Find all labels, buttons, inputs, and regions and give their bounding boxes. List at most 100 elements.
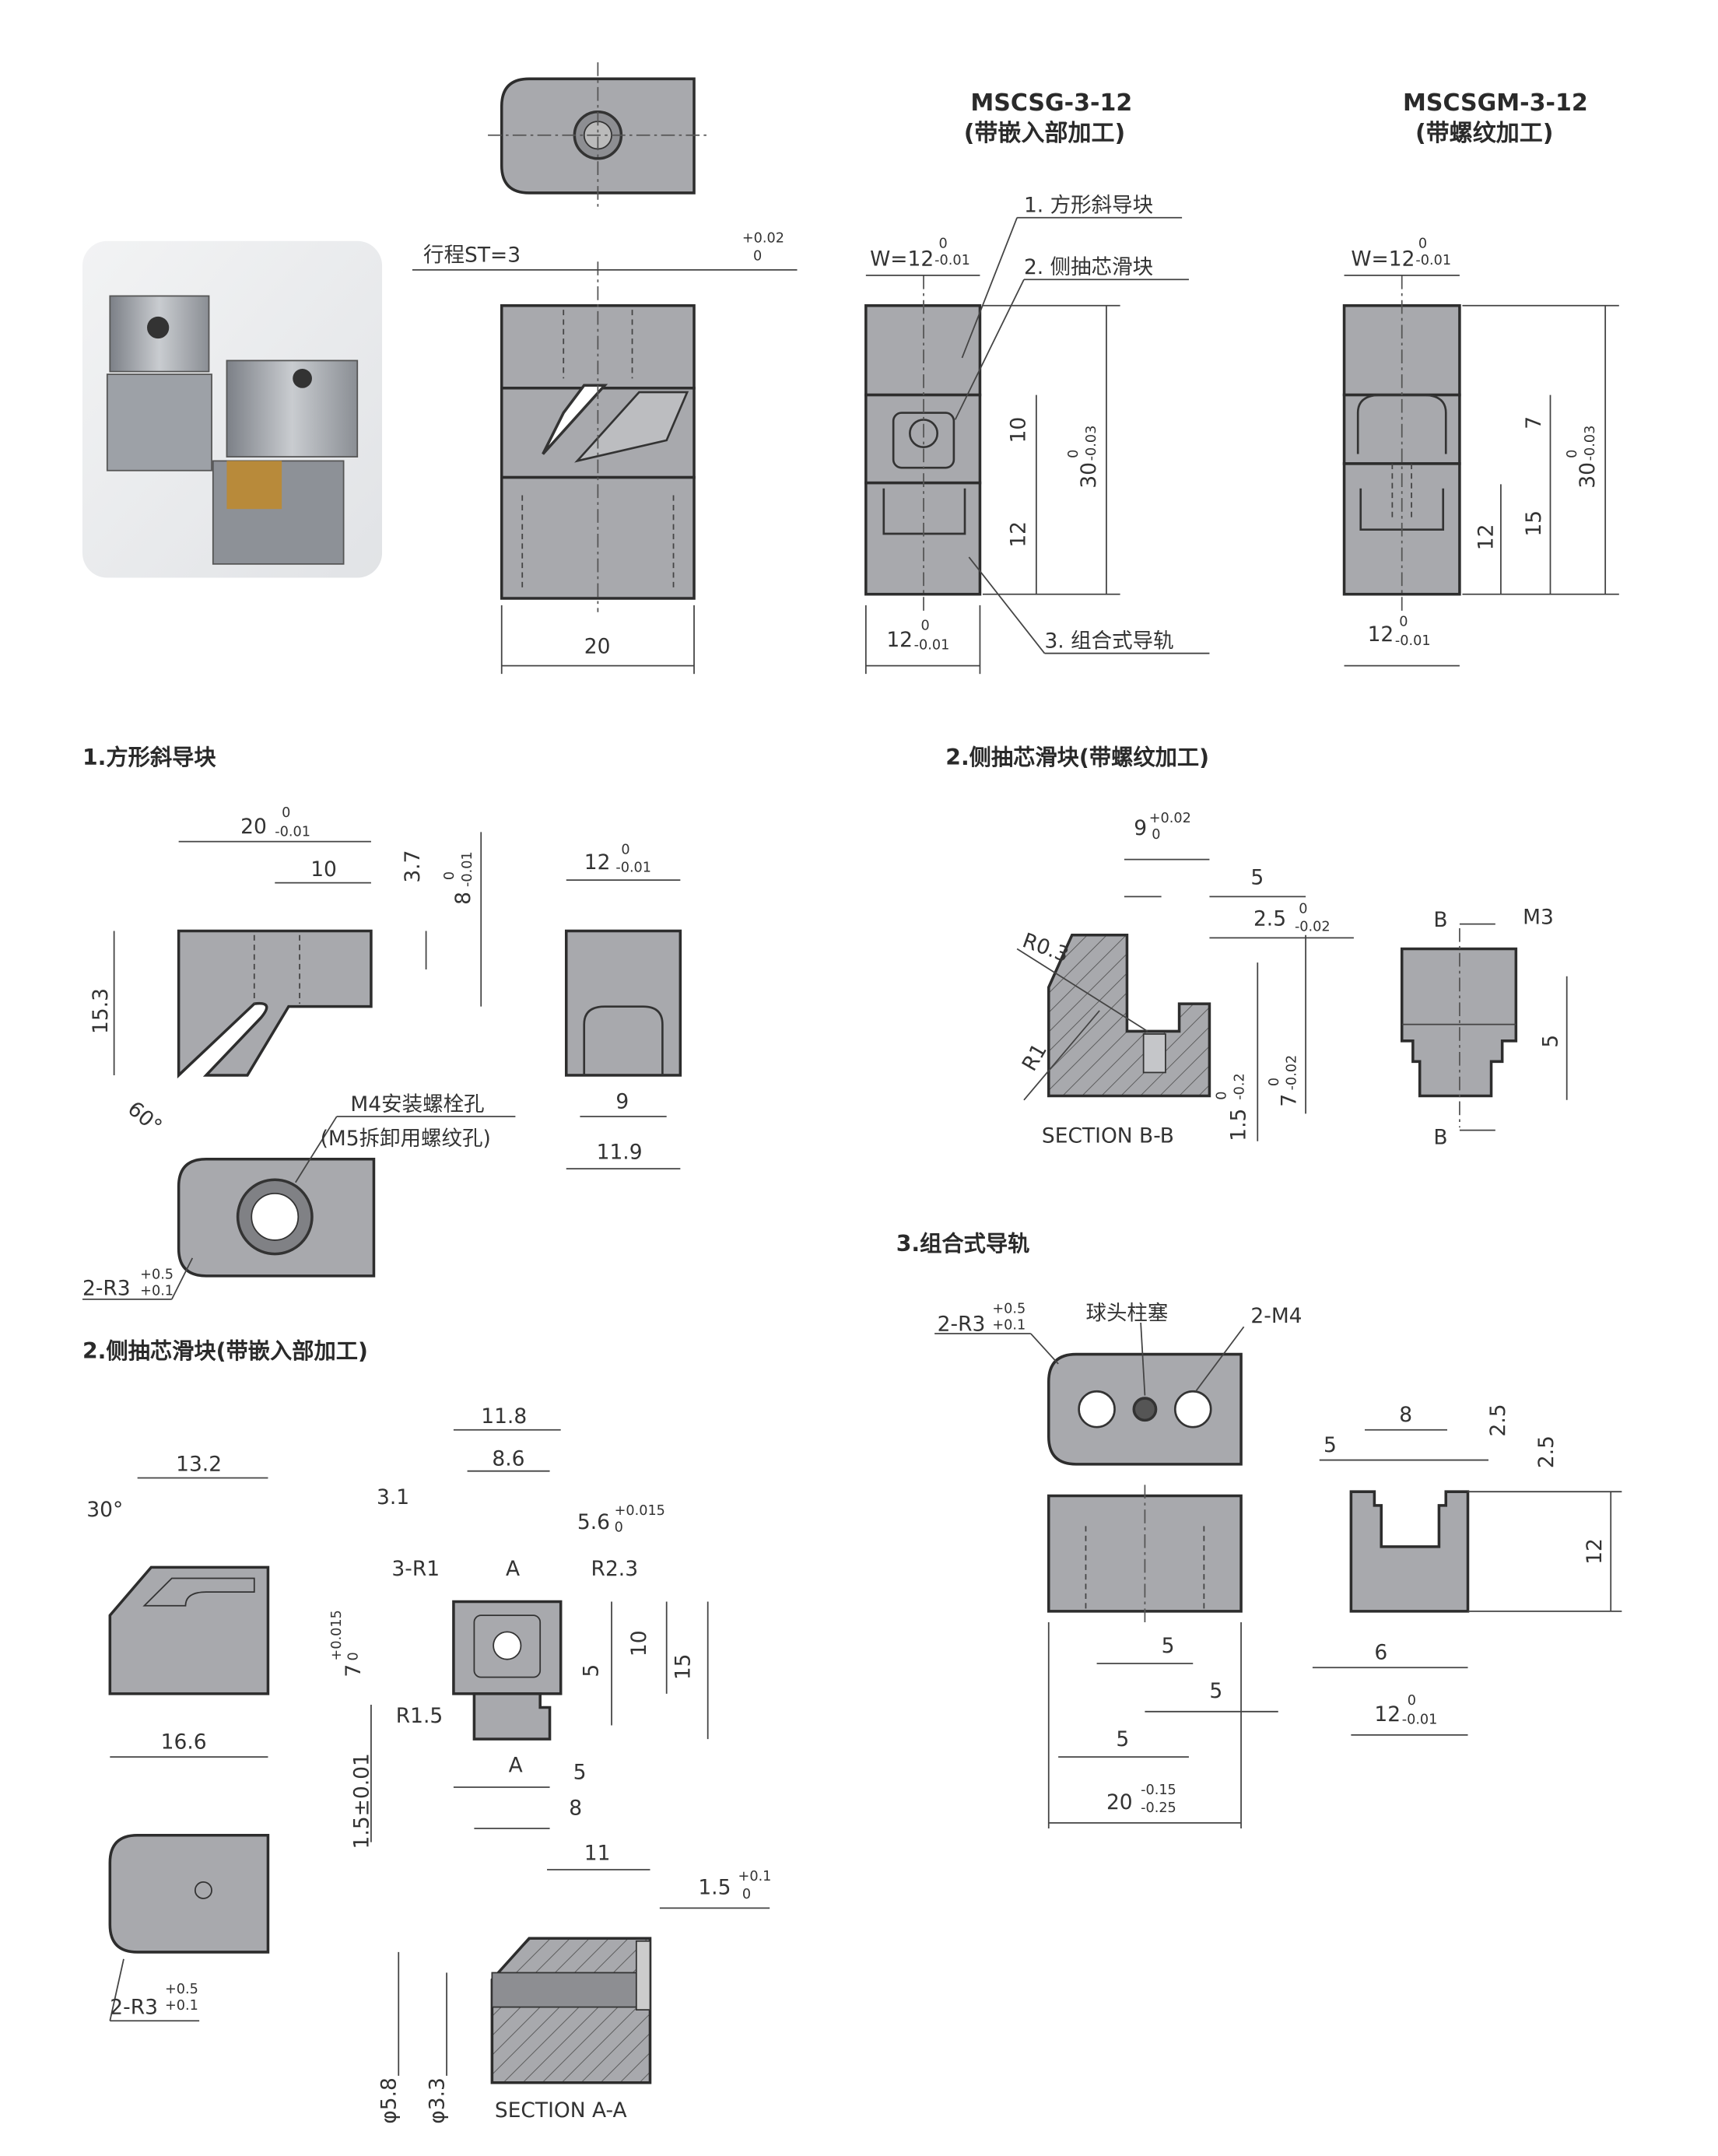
- dim-30: 30: [1077, 462, 1101, 489]
- dim-w: W=12: [870, 247, 934, 272]
- tol-upper: +0.015: [615, 1503, 665, 1519]
- tol-lower: 0: [742, 1887, 751, 1902]
- tol-upper: +0.1: [738, 1869, 772, 1884]
- dim-phi-3-3: φ3.3: [426, 2077, 450, 2124]
- tol-lower: -0.2: [1232, 1073, 1248, 1099]
- dim-12: 12: [1007, 521, 1031, 548]
- section-mark-b-top: B: [1433, 908, 1447, 932]
- dim-8: 8: [569, 1796, 582, 1820]
- tol-upper: 0: [621, 843, 629, 858]
- dim-r1: R1: [1018, 1039, 1052, 1075]
- dim-5: 5: [573, 1760, 587, 1784]
- dim-10: 10: [627, 1630, 651, 1656]
- callout-square-guide: 1. 方形斜导块: [1024, 194, 1153, 218]
- model-a-subtitle: (带嵌入部加工): [964, 120, 1126, 147]
- dim-5: 5: [1209, 1679, 1222, 1703]
- dim-11-9: 11.9: [597, 1141, 643, 1165]
- dim-8-6: 8.6: [492, 1447, 524, 1471]
- tol-upper: 0: [1066, 450, 1082, 458]
- dim-8: 8: [451, 892, 475, 905]
- dim-2-5: 2.5: [1253, 906, 1286, 931]
- section-square-guide-block: 1.方形斜导块 20 0 -0.01 10 3.7 8 0 -0.01 15.3…: [82, 745, 682, 1301]
- dim-11-8: 11.8: [481, 1404, 527, 1429]
- dim-r2-3: R2.3: [591, 1557, 639, 1581]
- tol-lower: -0.02: [1295, 919, 1331, 934]
- dim-10: 10: [1007, 417, 1031, 443]
- tol-lower: 0: [753, 248, 762, 264]
- section-rail: 3.组合式导轨 2-R3 +0.5 +0.1 球头柱塞 2-M4 5 5 5 2…: [896, 1231, 1622, 1828]
- tol-lower: -0.25: [1141, 1800, 1176, 1816]
- callout-side-slider: 2. 侧抽芯滑块: [1024, 255, 1153, 279]
- tol-lower: 0: [1152, 827, 1160, 843]
- tol-upper: +0.5: [992, 1302, 1026, 1317]
- tol-lower: -0.03: [1583, 426, 1598, 461]
- section-mark-a-bottom: A: [509, 1754, 523, 1778]
- dim-2-5: 2.5: [1486, 1404, 1510, 1436]
- tol-upper: +0.02: [1149, 811, 1191, 826]
- product-photo: [82, 240, 383, 578]
- dim-8: 8: [1399, 1403, 1412, 1427]
- dim-5: 5: [1250, 865, 1264, 889]
- dim-15: 15: [671, 1653, 696, 1680]
- assembly-views: 行程ST=3 +0.02 0 20 MSCSG-3-12 (带嵌入部加工) MS…: [412, 62, 1619, 675]
- angle-60: 60°: [123, 1097, 167, 1139]
- dim-7: 7: [1278, 1094, 1302, 1107]
- tol-upper: 0: [1408, 1693, 1416, 1709]
- tol-upper: 0: [1299, 902, 1307, 917]
- dim-10: 10: [310, 857, 337, 882]
- dim-5-vertical: 5: [1538, 1035, 1562, 1048]
- dim-5-6: 5.6: [577, 1510, 610, 1534]
- dim-11: 11: [584, 1842, 611, 1866]
- tol-lower: -0.03: [1084, 426, 1099, 461]
- dim-3-r1: 3-R1: [391, 1557, 440, 1581]
- tol-upper: 0: [938, 237, 947, 252]
- model-b-title: MSCSGM-3-12: [1403, 89, 1588, 117]
- section-label-a-a: SECTION A-A: [495, 2098, 627, 2123]
- dim-1-5: 1.5: [1226, 1109, 1250, 1141]
- tol-lower: -0.01: [275, 825, 310, 840]
- dim-phi-5-8: φ5.8: [377, 2077, 401, 2124]
- section-mark-a-top: A: [506, 1557, 520, 1581]
- dim-2-m4: 2-M4: [1250, 1304, 1302, 1328]
- tol-lower: 0: [345, 1652, 361, 1660]
- tol-upper: +0.5: [165, 1982, 198, 1997]
- dim-5: 5: [1116, 1727, 1129, 1751]
- tol-lower: -0.01: [615, 861, 651, 876]
- dim-9: 9: [615, 1089, 629, 1113]
- dim-m3: M3: [1523, 906, 1554, 930]
- dim-r1-5: R1.5: [396, 1704, 444, 1728]
- tol-upper: 0: [1399, 614, 1408, 629]
- dim-16-6: 16.6: [161, 1730, 207, 1755]
- dim-5: 5: [1324, 1433, 1337, 1457]
- dim-12: 12: [1374, 1702, 1401, 1727]
- dim-7: 7: [342, 1664, 366, 1677]
- dim-r3: 2-R3: [110, 1995, 158, 2019]
- tol-lower: -0.02: [1285, 1055, 1300, 1091]
- dim-15-3: 15.3: [89, 988, 113, 1034]
- callout-rail: 3. 组合式导轨: [1044, 629, 1173, 654]
- dim-9: 9: [1134, 816, 1147, 840]
- dim-5: 5: [1162, 1634, 1175, 1658]
- tol-upper: 0: [1418, 237, 1427, 252]
- tol-upper: -0.15: [1141, 1783, 1176, 1798]
- section-slider-insert: 2.侧抽芯滑块(带嵌入部加工) 13.2 30° 16.6 2-R3 +0.5 …: [82, 1338, 771, 2124]
- tol-upper: 0: [920, 619, 929, 634]
- dim-1-5: 1.5±0.01: [349, 1753, 373, 1849]
- tol-lower: -0.01: [1395, 633, 1431, 649]
- dim-r3: 2-R3: [938, 1313, 986, 1337]
- angle-30: 30°: [86, 1498, 123, 1522]
- label-ball-plunger: 球头柱塞: [1085, 1301, 1168, 1325]
- dim-30: 30: [1576, 462, 1600, 489]
- model-b-subtitle: (带螺纹加工): [1415, 120, 1554, 147]
- tol-upper: +0.02: [742, 231, 784, 247]
- tol-lower: -0.01: [1402, 1713, 1438, 1728]
- tol-upper: +0.5: [140, 1267, 174, 1282]
- dim-r3: 2-R3: [82, 1277, 131, 1301]
- tol-lower: +0.1: [165, 1998, 198, 2014]
- tol-lower: -0.01: [1415, 253, 1451, 268]
- stroke-label: 行程ST=3: [423, 243, 521, 267]
- tol-lower: 0: [615, 1520, 623, 1535]
- tol-upper: 0: [1565, 450, 1580, 458]
- section-heading: 2.侧抽芯滑块(带螺纹加工): [945, 745, 1209, 770]
